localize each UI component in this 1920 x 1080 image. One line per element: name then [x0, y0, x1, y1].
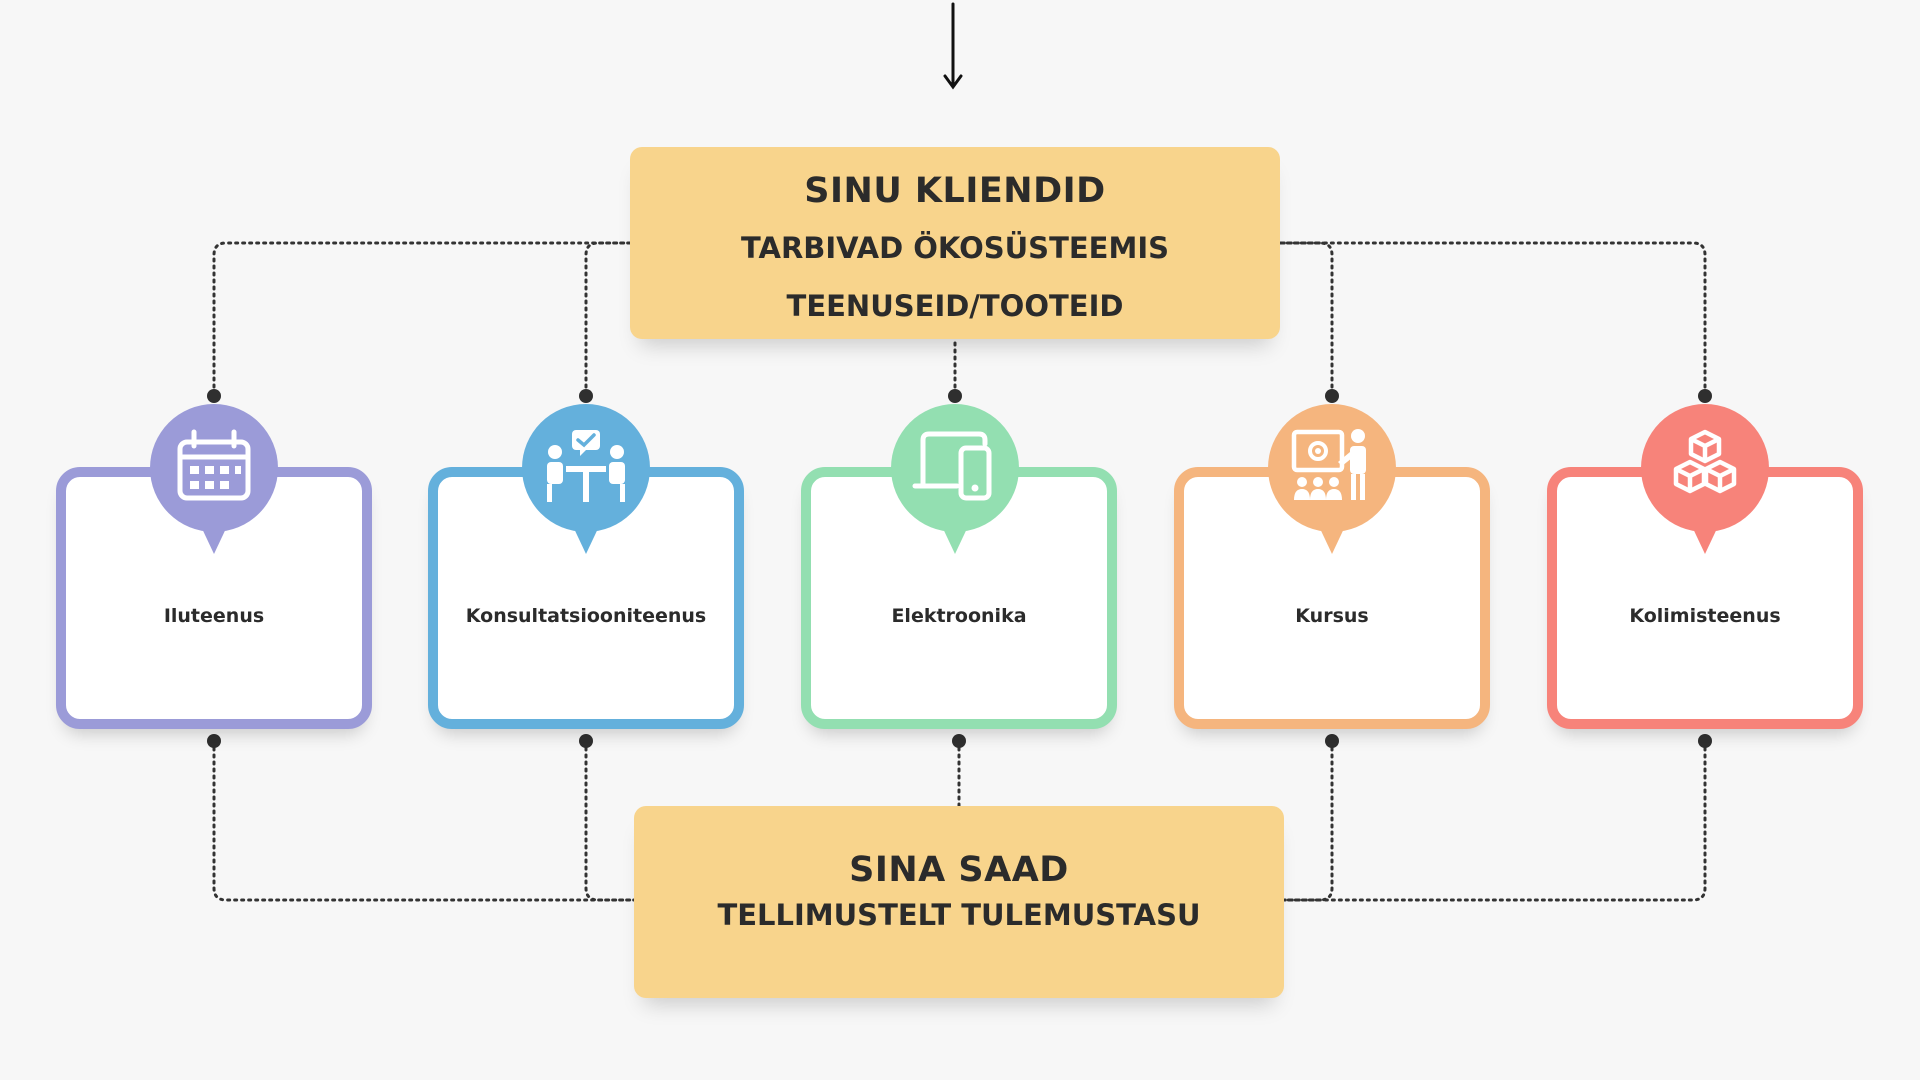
presentation-icon — [1266, 402, 1398, 562]
clients-banner-title: SINU KLIENDID — [804, 171, 1106, 211]
service-card-iluteenus: Iluteenus — [56, 467, 372, 729]
meeting-icon — [520, 402, 652, 562]
boxes-icon — [1639, 402, 1771, 562]
card-label: Kursus — [1295, 605, 1369, 627]
connector-bottom-4 — [1282, 739, 1334, 902]
connector-dot — [207, 389, 221, 403]
connector-dot — [1698, 734, 1712, 748]
connector-top-4 — [1278, 241, 1334, 396]
connector-bottom-2 — [584, 739, 636, 902]
card-label: Kolimisteenus — [1629, 605, 1781, 627]
connector-top-2 — [584, 241, 632, 396]
connector-bottom-5 — [1282, 739, 1707, 902]
connector-top-5 — [1278, 241, 1707, 396]
connector-dot — [952, 734, 966, 748]
connector-dot — [579, 389, 593, 403]
earnings-banner: SINA SAAD TELLIMUSTELT TULEMUSTASU — [634, 806, 1284, 998]
connector-dot — [1325, 734, 1339, 748]
connector-dot — [207, 734, 221, 748]
connector-dot — [579, 734, 593, 748]
clients-banner: SINU KLIENDID TARBIVAD ÖKOSÜSTEEMIS TEEN… — [630, 147, 1280, 339]
calendar-icon — [148, 402, 280, 562]
connector-dot — [1325, 389, 1339, 403]
connector-dot — [948, 389, 962, 403]
card-label: Elektroonika — [891, 605, 1027, 627]
clients-banner-subtitle-2: TEENUSEID/TOOTEID — [786, 289, 1124, 323]
down-arrow-icon — [943, 2, 963, 90]
connector-bottom-1 — [212, 739, 636, 902]
earnings-banner-title: SINA SAAD — [849, 850, 1069, 890]
card-label: Iluteenus — [163, 605, 265, 627]
connector-top-1 — [212, 241, 632, 396]
clients-banner-subtitle-1: TARBIVAD ÖKOSÜSTEEMIS — [740, 231, 1170, 265]
connector-dot — [1698, 389, 1712, 403]
earnings-banner-subtitle: TELLIMUSTELT TULEMUSTASU — [717, 898, 1201, 932]
devices-icon — [889, 402, 1021, 562]
card-label: Konsultatsiooniteenus — [465, 605, 707, 627]
